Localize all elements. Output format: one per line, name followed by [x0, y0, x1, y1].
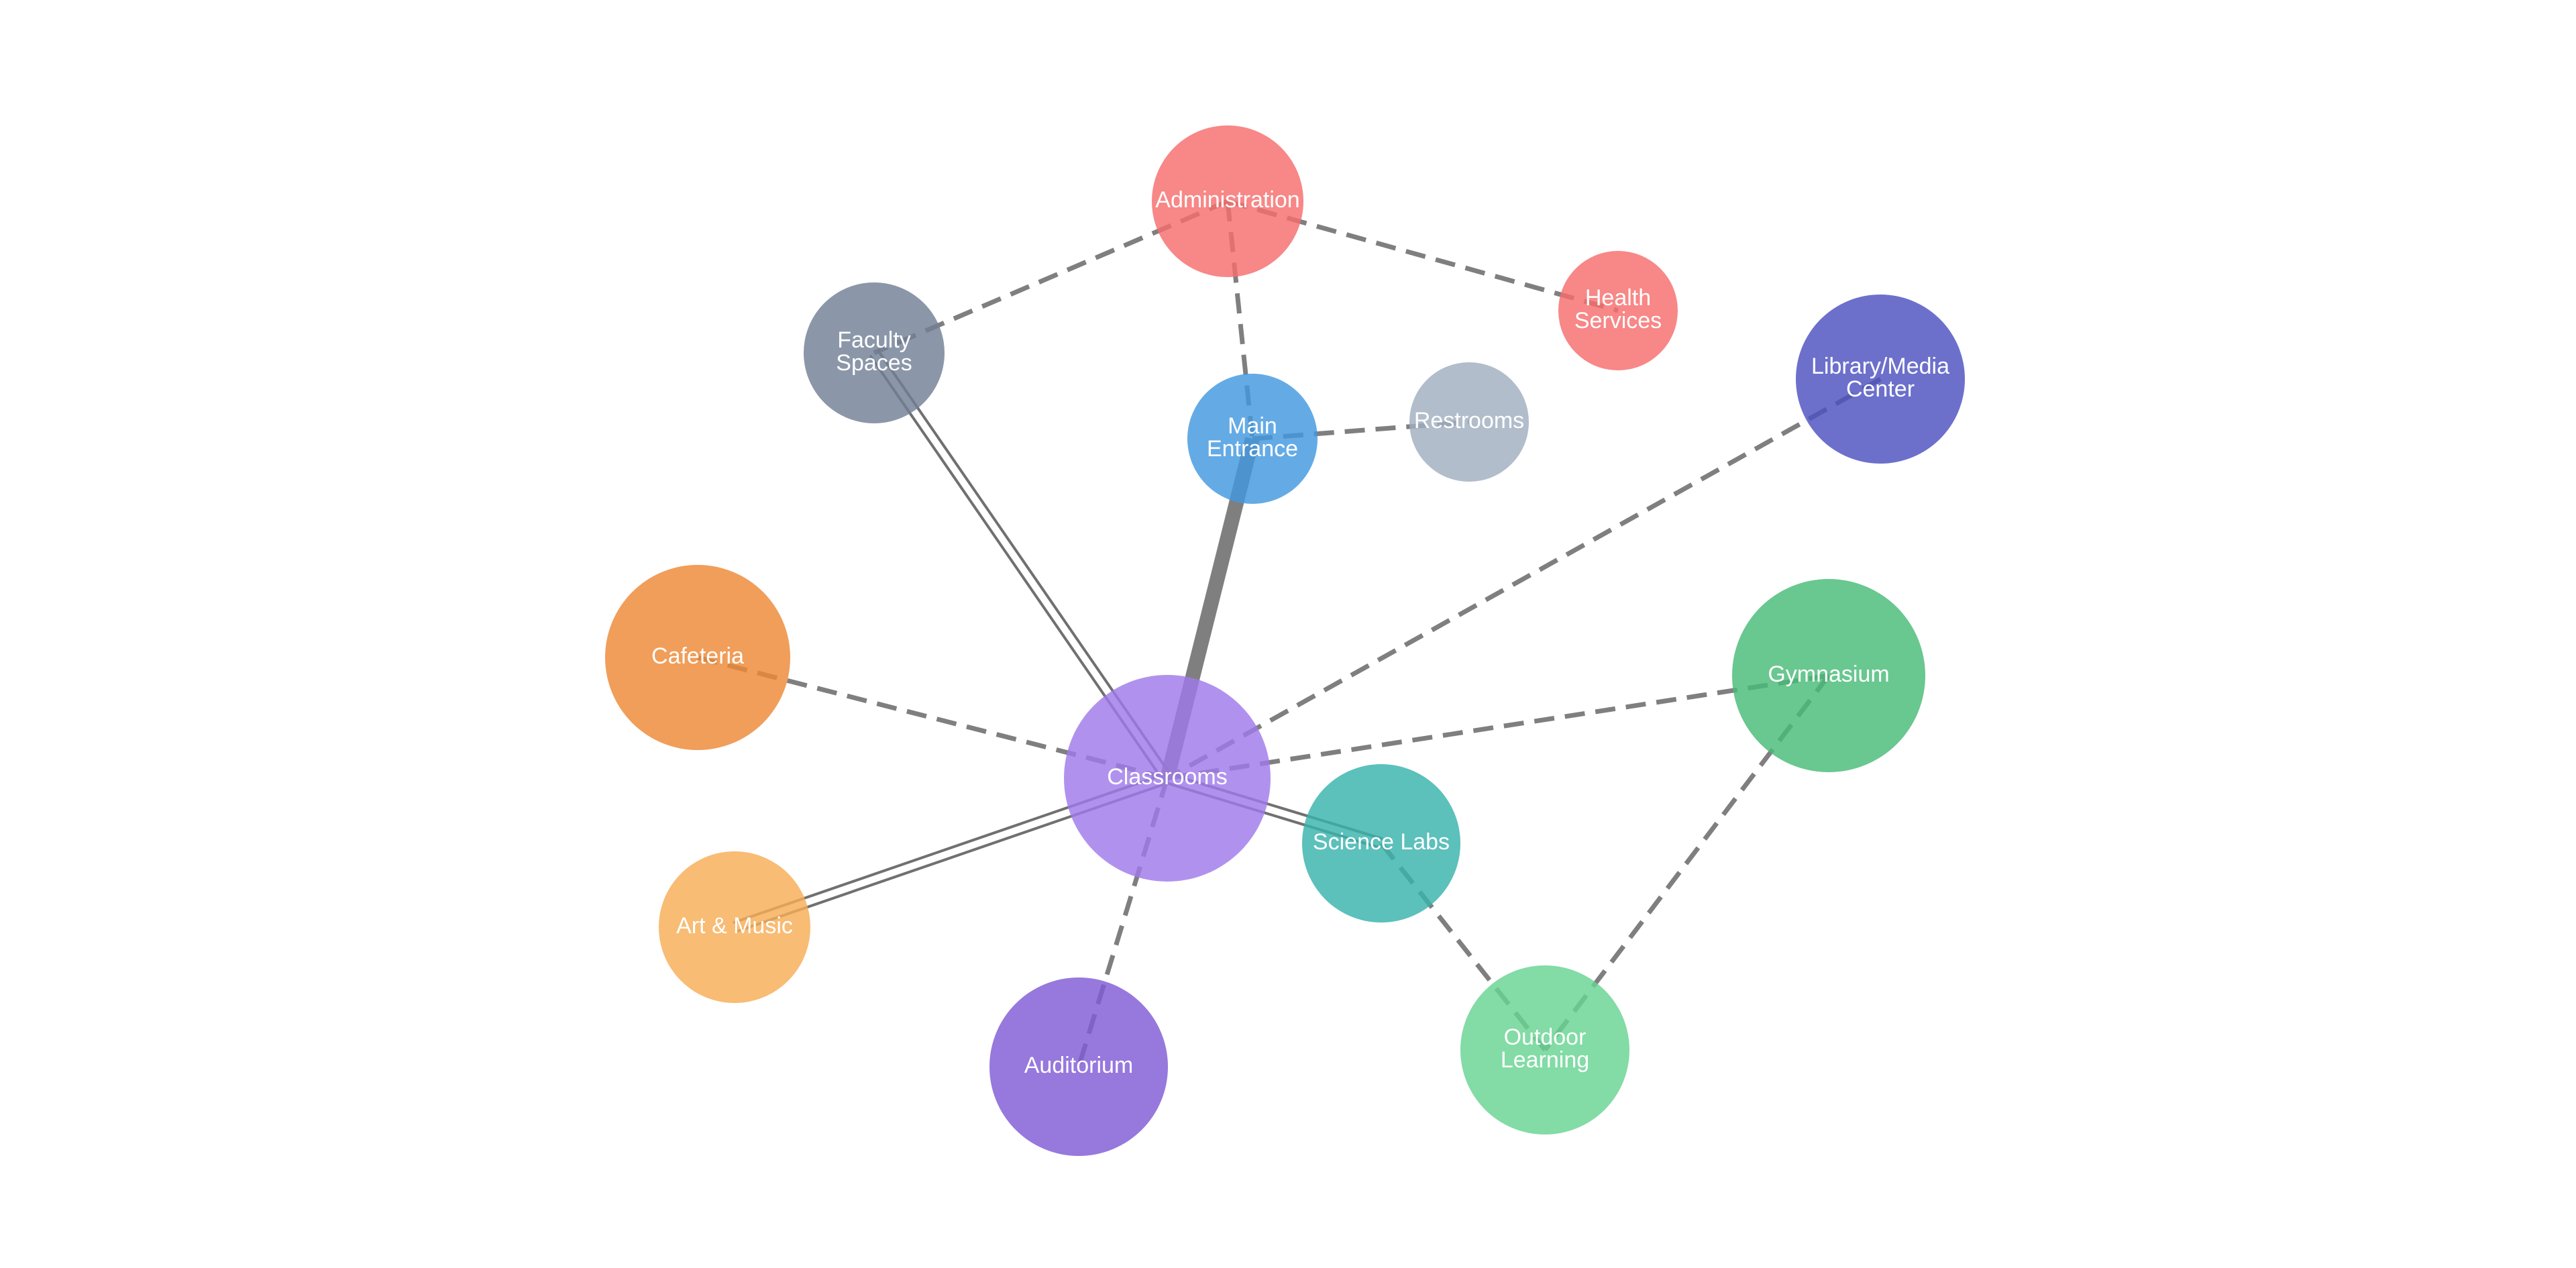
node-circle-science-labs [1302, 764, 1460, 922]
node-label-art-music: Art & Music [676, 913, 793, 939]
node-circle-auditorium [989, 978, 1168, 1156]
node-label-outdoor-learning-line-2: Learning [1501, 1047, 1589, 1073]
edge-gymnasium-to-classrooms-line [1167, 673, 1829, 781]
node-label-science-labs: Science Labs [1313, 829, 1450, 855]
node-circle-art-music [659, 851, 810, 1003]
node-label-library-media-center-line-2: Center [1846, 376, 1915, 402]
node-label-gymnasium: Gymnasium [1768, 662, 1889, 687]
node-circle-gymnasium [1732, 579, 1925, 772]
node-label-outdoor-learning-line-1: Outdoor [1504, 1024, 1587, 1050]
node-circle-cafeteria [605, 565, 790, 750]
node-label-faculty-spaces-line-2: Spaces [836, 350, 912, 376]
edge-gymnasium-to-classrooms [1167, 673, 1829, 781]
node-gymnasium[interactable]: Gymnasium [1732, 579, 1925, 772]
node-label-cafeteria: Cafeteria [651, 643, 744, 669]
node-administration[interactable]: Administration [1152, 125, 1303, 277]
edge-library-media-center-to-classrooms-line [1166, 376, 1882, 781]
edge-library-media-center-to-classrooms [1166, 376, 1882, 781]
node-auditorium[interactable]: Auditorium [989, 978, 1168, 1156]
node-cafeteria[interactable]: Cafeteria [605, 565, 790, 750]
node-label-auditorium: Auditorium [1024, 1053, 1134, 1078]
node-circle-administration [1152, 125, 1303, 277]
node-restrooms[interactable]: Restrooms [1409, 362, 1529, 482]
node-label-health-services-line-2: Services [1574, 308, 1662, 333]
node-circle-main-entrance [1187, 374, 1318, 504]
node-label-library-media-center-line-1: Library/Media [1811, 354, 1949, 379]
node-label-health-services-line-1: Health [1585, 285, 1651, 311]
node-circle-health-services [1558, 251, 1678, 370]
node-circle-library-media-center [1796, 295, 1965, 464]
node-circle-classrooms [1064, 675, 1271, 882]
node-circle-restrooms [1409, 362, 1529, 482]
node-circle-faculty-spaces [804, 282, 945, 423]
node-label-main-entrance-line-2: Entrance [1207, 436, 1298, 462]
node-label-main-entrance-line-1: Main [1228, 413, 1277, 439]
nodes-layer: AdministrationHealthServicesFacultySpace… [605, 125, 1965, 1156]
node-circle-outdoor-learning [1460, 965, 1629, 1134]
node-label-classrooms: Classrooms [1107, 764, 1227, 790]
node-label-administration: Administration [1155, 187, 1299, 213]
node-art-music[interactable]: Art & Music [659, 851, 810, 1003]
node-label-faculty-spaces-line-1: Faculty [837, 327, 911, 353]
node-classrooms[interactable]: Classrooms [1064, 675, 1271, 882]
node-label-restrooms: Restrooms [1414, 408, 1524, 433]
node-science-labs[interactable]: Science Labs [1302, 764, 1460, 922]
